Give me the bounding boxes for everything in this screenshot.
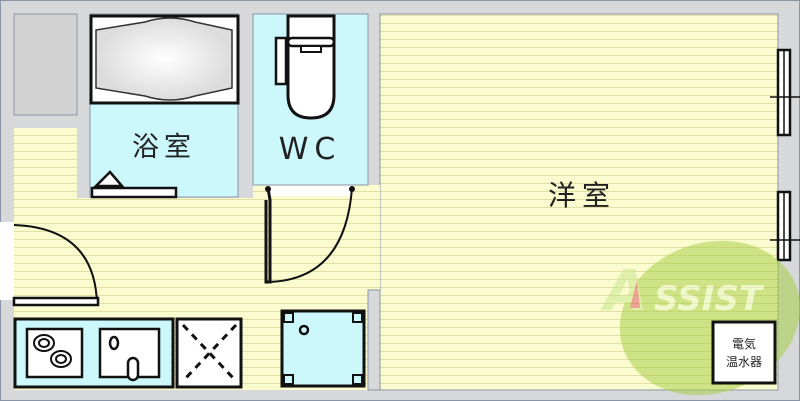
water-heater-label-1: 電気	[732, 336, 756, 351]
closet	[13, 13, 78, 116]
toilet-seat	[286, 36, 336, 48]
entrance-door-leaf	[12, 296, 100, 307]
washer-cross	[181, 323, 238, 383]
entrance-door-swing	[13, 224, 98, 305]
bathtub-basin	[95, 17, 233, 101]
western-room-label: 洋室	[548, 179, 616, 212]
toilet-flush	[300, 45, 322, 53]
svg-text:SSIST: SSIST	[654, 279, 765, 319]
window	[770, 190, 800, 262]
toilet-bowl	[286, 40, 336, 120]
door-hinge	[265, 186, 271, 192]
burner-icon	[50, 350, 72, 368]
toilet-threshold	[268, 186, 352, 196]
wc-label: WC	[279, 132, 342, 167]
window	[770, 48, 800, 137]
corridor-floor	[253, 185, 380, 290]
svg-text:A: A	[600, 259, 647, 324]
burner-icon	[33, 334, 55, 352]
entrance-opening	[0, 222, 14, 300]
partition-wall	[367, 289, 381, 391]
bath-label: 浴室	[132, 132, 196, 163]
drain-icon	[108, 335, 120, 351]
door-hinge	[349, 186, 355, 192]
bath-door-handle	[92, 170, 125, 188]
faucet-icon	[126, 356, 140, 382]
toilet-door-swing	[267, 187, 353, 283]
bath-step	[90, 186, 178, 199]
electric-water-heater	[711, 320, 777, 385]
toilet-paper-holder	[274, 36, 288, 86]
water-heater-label-2: 温水器	[726, 355, 762, 369]
refrigerator-space	[280, 309, 366, 388]
